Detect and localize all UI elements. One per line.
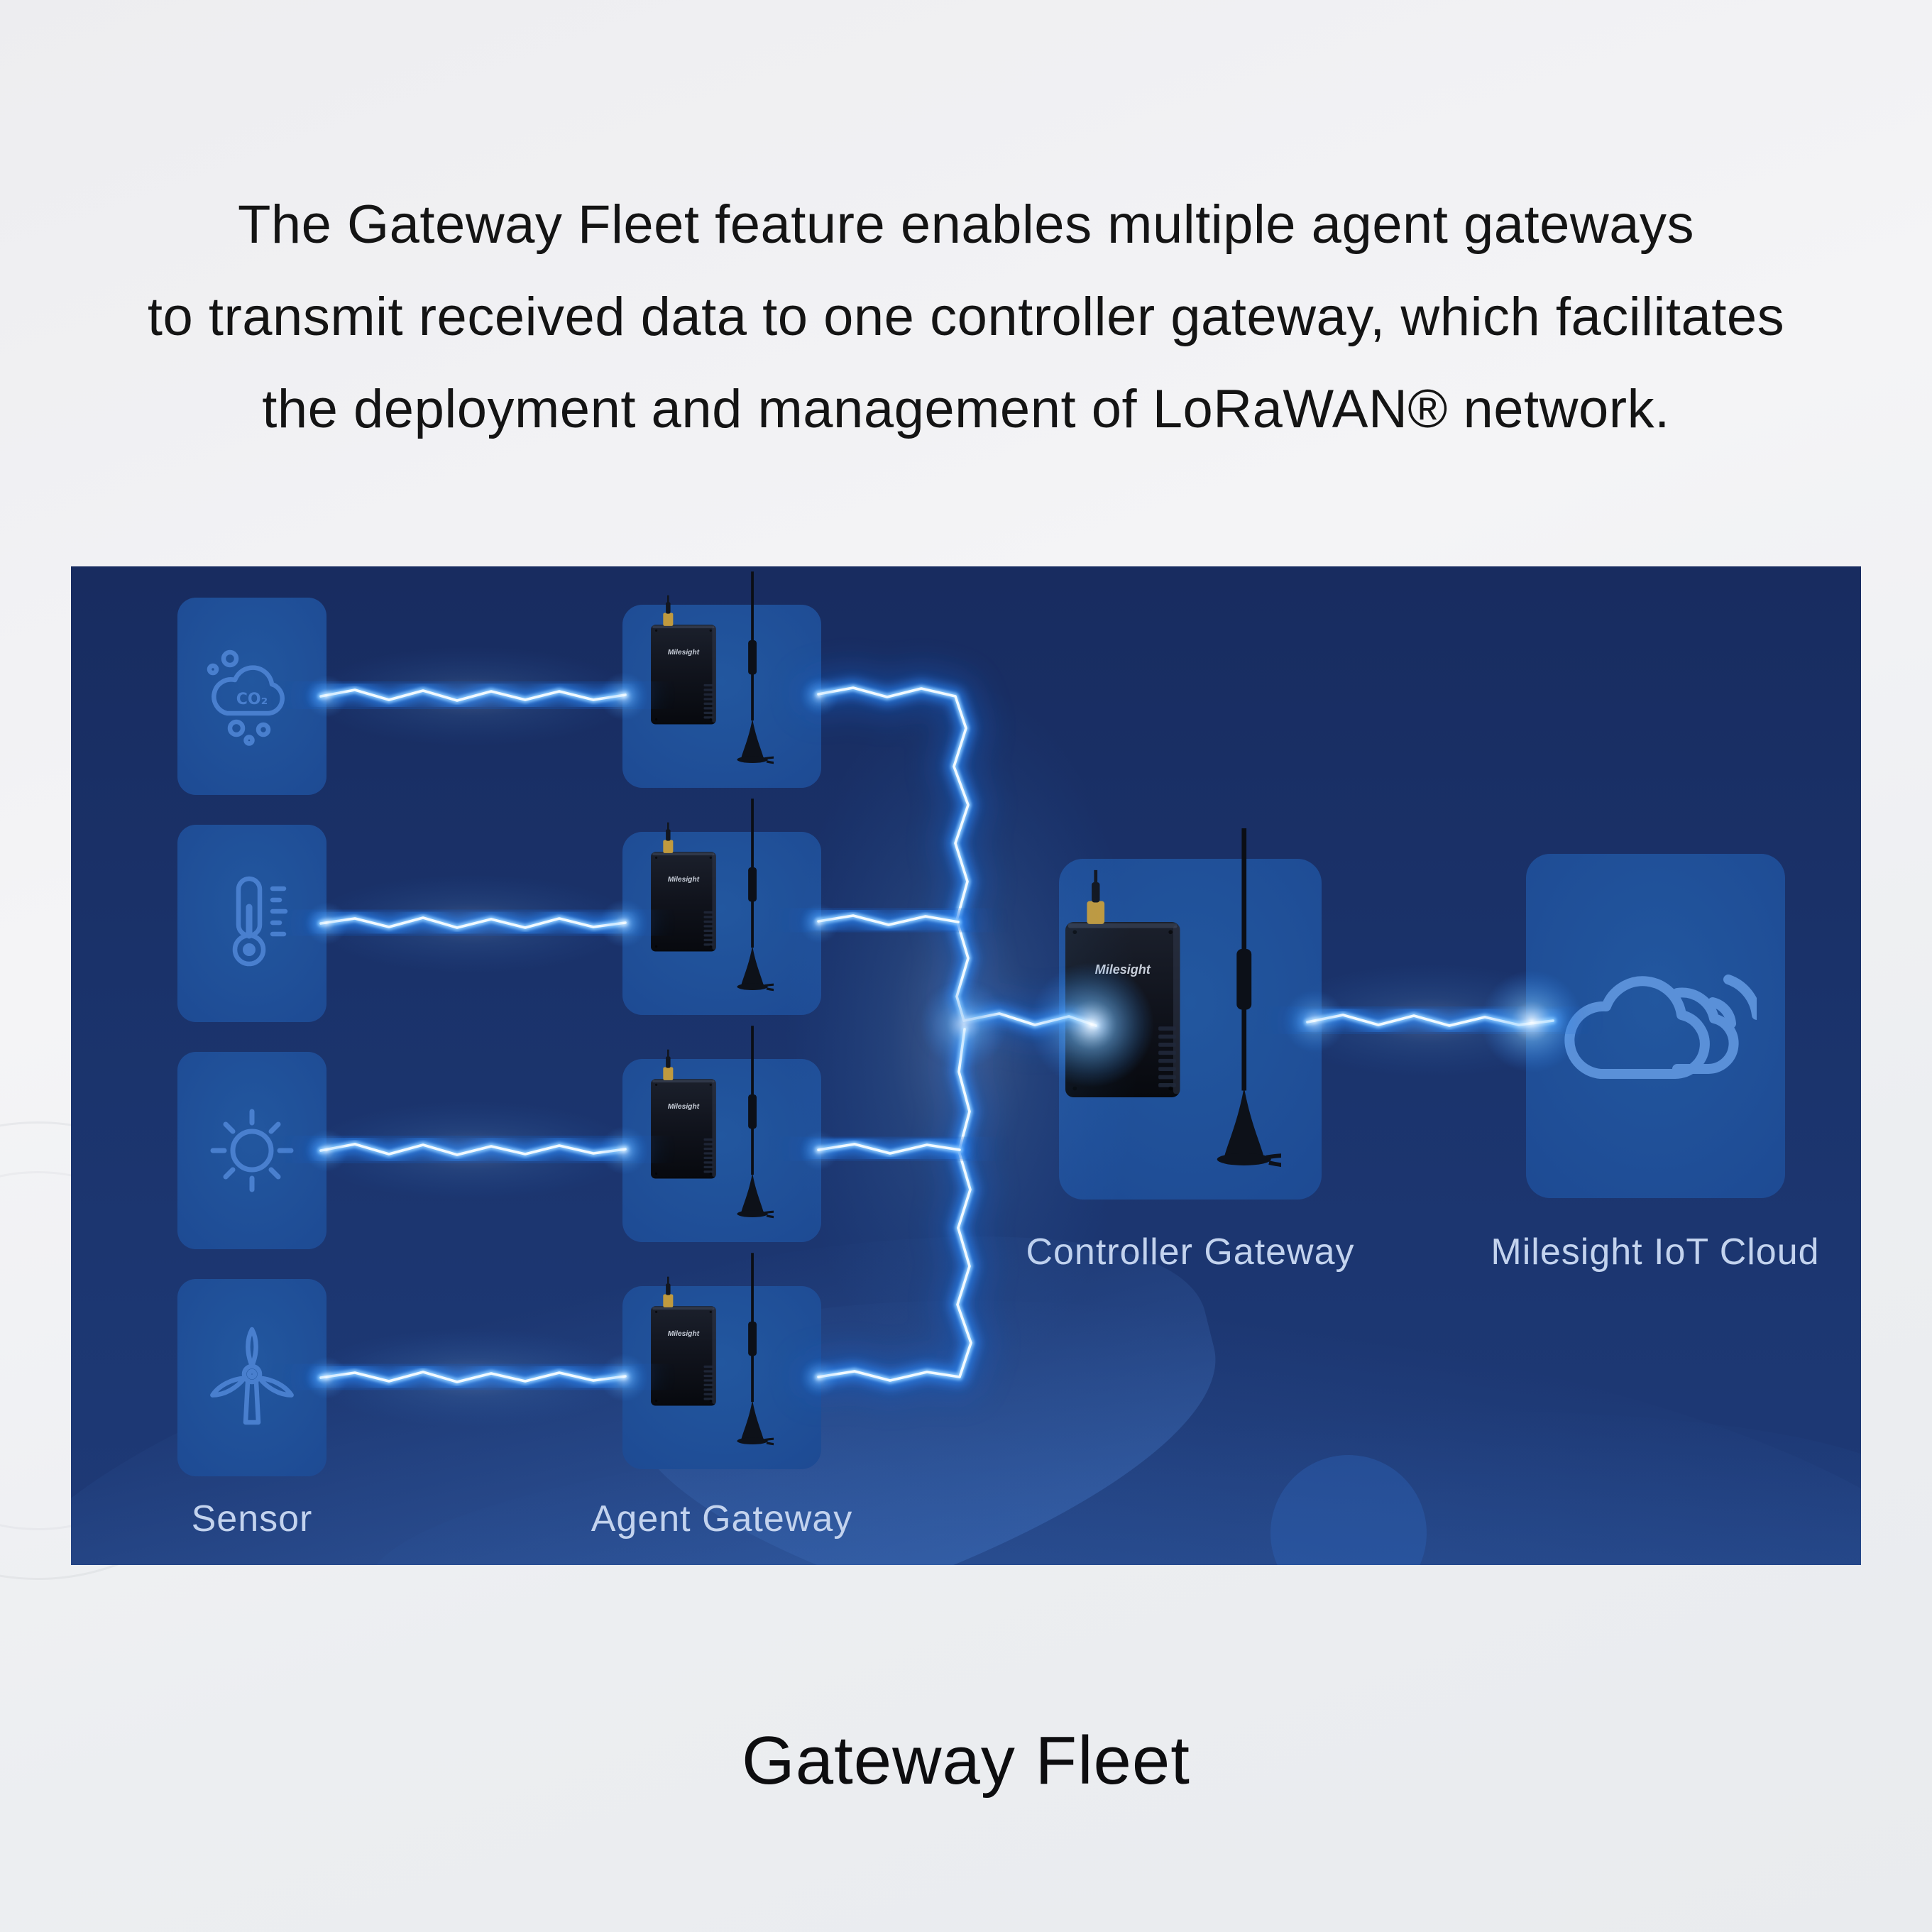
milesight-iot-cloud-card bbox=[1526, 854, 1785, 1198]
agent-gateway-card-2 bbox=[622, 797, 821, 1015]
agent-gateway-device-image bbox=[649, 1251, 774, 1447]
sensor-card-temperature bbox=[177, 825, 326, 1022]
sensor-card-co2: CO₂ bbox=[177, 598, 326, 795]
intro-line-1: The Gateway Fleet feature enables multip… bbox=[237, 194, 1695, 255]
controller-gateway-label: Controller Gateway bbox=[1026, 1231, 1355, 1273]
milesight-iot-cloud-label: Milesight IoT Cloud bbox=[1491, 1231, 1820, 1273]
controller-gateway-card bbox=[1059, 859, 1322, 1200]
diagram-panel: CO₂ bbox=[71, 566, 1861, 1565]
co2-cloud-icon: CO₂ bbox=[207, 649, 285, 746]
panel-accent-circle bbox=[1270, 1455, 1427, 1565]
co2-text: CO₂ bbox=[236, 691, 268, 708]
controller-gateway-device-image bbox=[1052, 824, 1281, 1182]
agent-gateway-column-label: Agent Gateway bbox=[591, 1498, 853, 1539]
sun-icon bbox=[210, 1109, 294, 1192]
agent-gateway-card-1 bbox=[622, 570, 821, 788]
thermometer-icon bbox=[232, 876, 288, 967]
lightning-flares bbox=[305, 672, 1583, 1402]
agent-gateway-card-3 bbox=[622, 1024, 821, 1242]
wind-turbine-icon bbox=[210, 1327, 294, 1425]
agent-gateway-device-image bbox=[649, 1024, 774, 1219]
intro-paragraph: The Gateway Fleet feature enables multip… bbox=[0, 179, 1932, 456]
cloud-icon bbox=[1564, 975, 1757, 1079]
agent-gateway-device-image bbox=[649, 797, 774, 992]
panel-wave-decoration-bottom bbox=[362, 1382, 1861, 1565]
sensor-card-wind bbox=[177, 1279, 326, 1476]
lightning-ambient-glow bbox=[309, 647, 1586, 1427]
agent-gateway-card-4 bbox=[622, 1251, 821, 1469]
agent-gateway-device-image bbox=[649, 570, 774, 765]
intro-line-2: to transmit received data to one control… bbox=[147, 287, 1785, 347]
lightning-paths bbox=[321, 688, 1553, 1382]
sensor-card-light bbox=[177, 1052, 326, 1249]
intro-line-3: the deployment and management of LoRaWAN… bbox=[262, 379, 1670, 439]
sensor-column-label: Sensor bbox=[191, 1498, 313, 1539]
page-title: Gateway Fleet bbox=[742, 1723, 1190, 1799]
